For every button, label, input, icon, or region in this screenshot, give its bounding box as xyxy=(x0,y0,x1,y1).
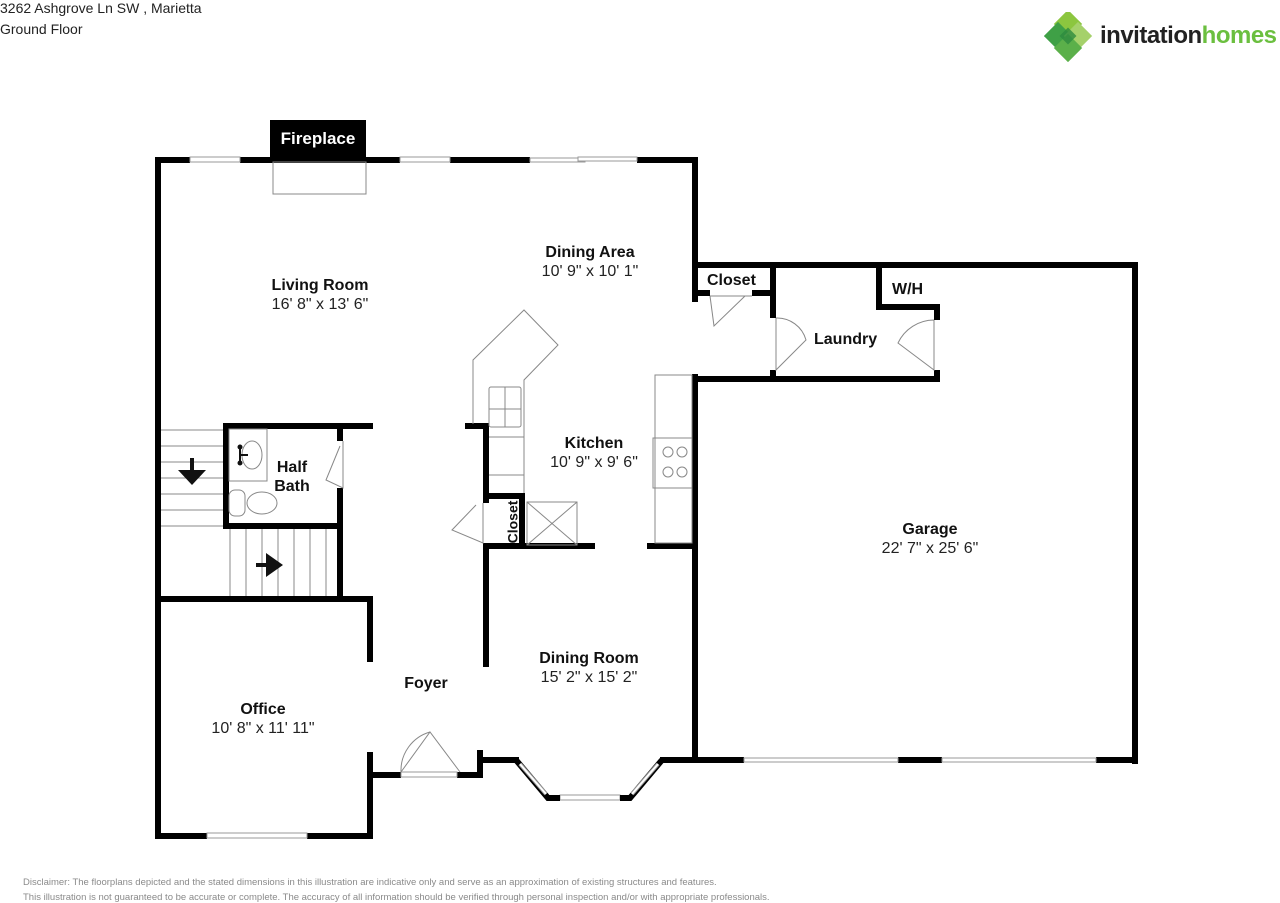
disclaimer-line-2: This illustration is not guaranteed to b… xyxy=(23,892,770,903)
room-dims: 10' 9" x 10' 1" xyxy=(541,263,639,280)
room-closet-kitchen: Closet xyxy=(504,500,521,544)
invitation-homes-logo-icon xyxy=(1044,12,1093,62)
room-kitchen: Kitchen 10' 9" x 9' 6" xyxy=(550,434,638,472)
room-name: Garage xyxy=(902,521,958,538)
room-office: Office 10' 8" x 11' 11" xyxy=(211,700,314,738)
room-garage: Garage 22' 7" x 25' 6" xyxy=(882,520,979,558)
room-dims: 22' 7" x 25' 6" xyxy=(881,540,979,557)
property-address: 3262 Ashgrove Ln SW , Marietta xyxy=(0,0,202,16)
logo-wordmark: invitationhomes xyxy=(1100,22,1277,50)
room-dims: 10' 9" x 9' 6" xyxy=(550,454,638,471)
room-dims: 16' 8" x 13' 6" xyxy=(271,296,369,313)
room-name: Office xyxy=(240,701,286,718)
logo-word-homes: homes xyxy=(1201,22,1277,49)
room-name: Dining Room xyxy=(539,650,639,667)
stair-arrows xyxy=(178,458,283,577)
room-wh: W/H xyxy=(892,281,924,298)
room-dining-area: Dining Area 10' 9" x 10' 1" xyxy=(542,243,639,281)
room-name: Kitchen xyxy=(564,435,624,452)
room-dims: 15' 2" x 15' 2" xyxy=(540,669,638,686)
fixtures xyxy=(161,161,935,773)
windows xyxy=(189,156,1097,839)
room-name: Foyer xyxy=(404,675,448,692)
room-name: Dining Area xyxy=(545,244,635,261)
walls xyxy=(155,120,1138,839)
invitation-homes-logo: invitationhomes xyxy=(1044,12,1280,62)
room-half-bath: Half Bath xyxy=(274,458,310,496)
disclaimer-line-1: Disclaimer: The floorplans depicted and … xyxy=(23,877,717,888)
room-dims: 10' 8" x 11' 11" xyxy=(211,720,315,737)
floor-label: Ground Floor xyxy=(0,21,83,37)
room-closet-top: Closet xyxy=(707,272,756,289)
bay-window xyxy=(513,758,665,801)
room-dining-room: Dining Room 15' 2" x 15' 2" xyxy=(539,649,639,687)
room-laundry: Laundry xyxy=(814,331,878,348)
room-name-line1: Half xyxy=(276,459,308,476)
room-living-room: Living Room 16' 8" x 13' 6" xyxy=(272,276,369,314)
room-name: Living Room xyxy=(271,277,369,294)
fireplace-label: Fireplace xyxy=(280,129,356,148)
room-foyer: Foyer xyxy=(404,674,448,693)
room-name-line2: Bath xyxy=(274,478,310,495)
logo-word-invitation: invitation xyxy=(1100,22,1202,49)
